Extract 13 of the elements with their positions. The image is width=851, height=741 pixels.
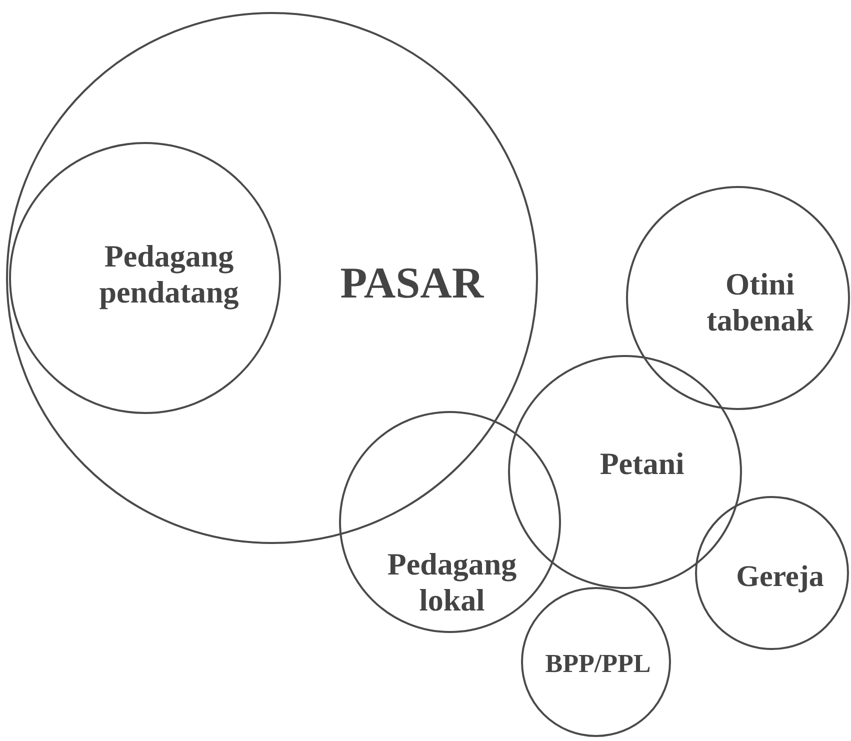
- circle-label: Otini tabenak: [706, 266, 814, 338]
- circle-label: Pedagang pendatang: [98, 238, 240, 310]
- circle: [626, 186, 850, 410]
- circle: [339, 411, 561, 633]
- circle-label: Pedagang lokal: [386, 546, 518, 618]
- circle: [9, 142, 281, 414]
- circle-label: Petani: [598, 446, 686, 482]
- circle-label: BPP/PPL: [544, 649, 652, 679]
- circle-label: PASAR: [339, 258, 485, 310]
- circle-label: Gereja: [735, 560, 825, 594]
- circle: [695, 496, 849, 650]
- circle: [6, 12, 538, 544]
- circle: [521, 587, 671, 737]
